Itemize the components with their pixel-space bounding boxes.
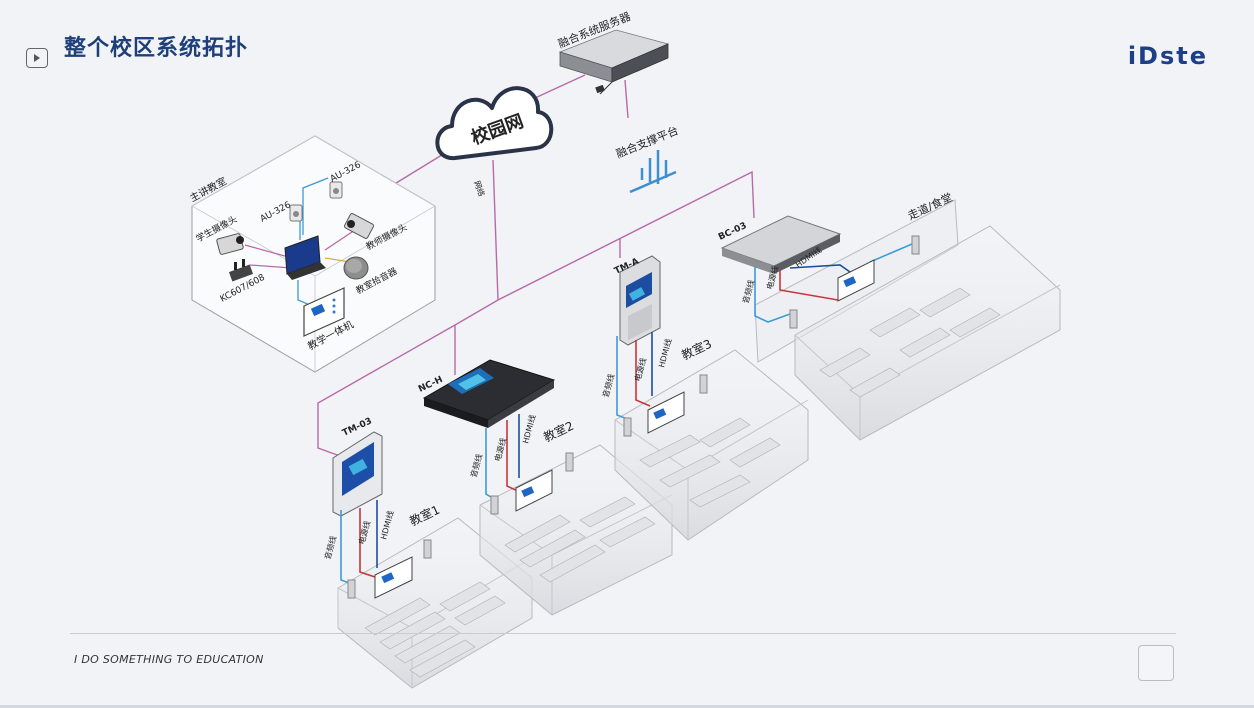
bottom-bar xyxy=(0,705,1254,708)
room2-audio-label: 音频线 xyxy=(468,453,484,479)
pickup-mic xyxy=(343,256,369,280)
corridor-speaker-2 xyxy=(911,235,920,255)
support-platform: 融合支撑平台 xyxy=(614,123,680,194)
network-lines xyxy=(317,74,755,457)
room3-speaker-2 xyxy=(699,374,708,394)
nch-device: NC-H xyxy=(417,359,556,428)
classroom-1: 教室1 xyxy=(337,502,533,689)
platform-label: 融合支撑平台 xyxy=(614,123,680,161)
teaching-monitor xyxy=(284,235,326,280)
corridor-audio-label: 音频线 xyxy=(740,279,756,305)
room3-speaker xyxy=(623,417,632,437)
au326-left xyxy=(289,204,303,222)
au326-right xyxy=(329,181,343,199)
room1-speaker-2 xyxy=(423,539,432,559)
footer-slogan: I DO SOMETHING TO EDUCATION xyxy=(74,653,264,666)
room2-power-label: 电源线 xyxy=(492,437,508,463)
room2-label: 教室2 xyxy=(541,418,576,445)
room2-speaker xyxy=(490,495,499,515)
room2-hdmi-label: HDMI线 xyxy=(520,413,537,444)
corridor-speaker xyxy=(789,309,798,329)
tma-device: TM-A xyxy=(613,255,661,346)
room3-audio-label: 音频线 xyxy=(600,373,616,399)
room3-label: 教室3 xyxy=(679,336,714,363)
platform-bars-icon xyxy=(629,150,677,194)
kc-controller xyxy=(228,259,254,282)
teacher-camera xyxy=(343,213,375,239)
corridor-terminal xyxy=(837,259,875,302)
room1-power-label: 电源线 xyxy=(356,520,372,546)
room1-audio-label: 音频线 xyxy=(322,535,338,561)
page-title: 整个校区系统拓扑 xyxy=(64,35,249,61)
tm03-device: TM-03 xyxy=(332,416,383,517)
room1-label: 教室1 xyxy=(407,502,442,529)
network-label: 网络 xyxy=(472,179,487,197)
room2-terminal xyxy=(515,469,553,512)
room3-hdmi-label: HDMI线 xyxy=(656,337,673,368)
room2-speaker-2 xyxy=(565,452,574,472)
corridor-cables xyxy=(754,243,913,323)
room3-power-label: 电源线 xyxy=(632,357,648,383)
footer-nav-button[interactable] xyxy=(1138,645,1174,681)
student-camera xyxy=(216,233,244,255)
room1-terminal xyxy=(374,556,413,599)
room1-speaker xyxy=(347,579,356,599)
brand-logo: iDste xyxy=(1127,42,1208,70)
room1-hdmi-label: HDMI线 xyxy=(378,509,395,540)
play-button[interactable] xyxy=(26,48,48,68)
main-classroom: 主讲教室 学生摄像头 教师摄像头 AU-326 xyxy=(187,135,436,373)
campus-network-cloud: 校园网 xyxy=(435,86,554,161)
footer-divider xyxy=(70,633,1176,634)
teaching-terminal xyxy=(303,287,345,337)
classroom-3: 教室3 xyxy=(614,336,809,541)
play-icon xyxy=(34,54,40,62)
bc03-device: BC-03 xyxy=(717,215,842,274)
room3-terminal xyxy=(647,391,685,434)
